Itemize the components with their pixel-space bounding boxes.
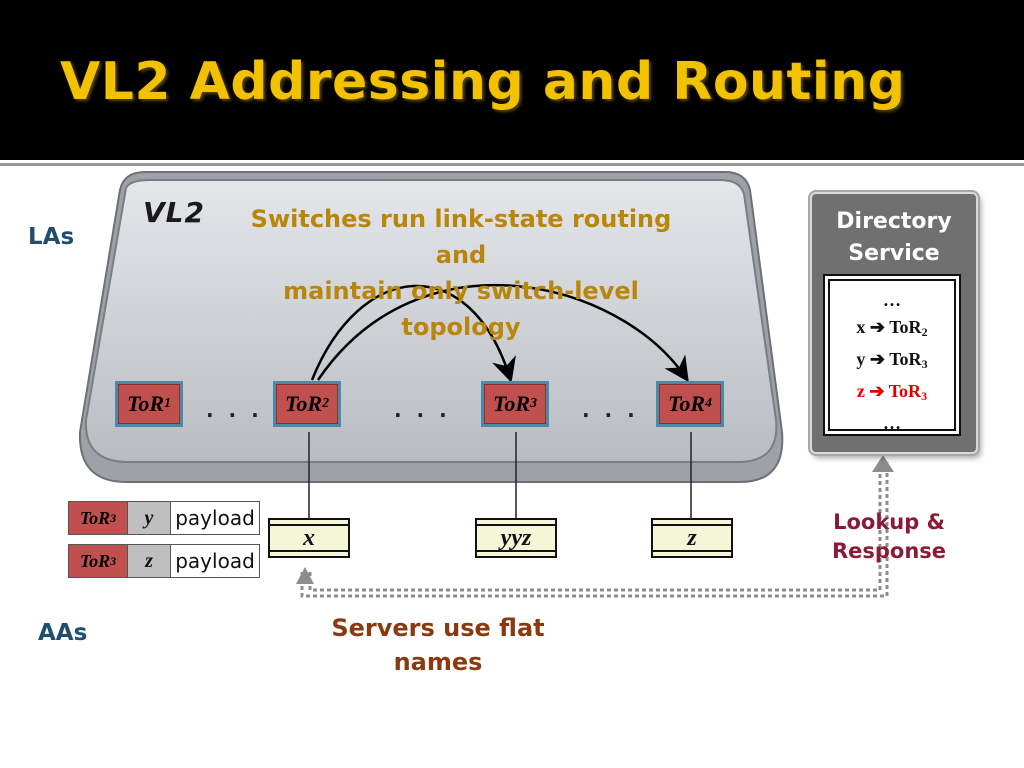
packet-1-name: y (128, 502, 171, 534)
directory-row-3: y ➔ ToR3 (830, 346, 954, 378)
directory-row-5: … (883, 413, 901, 433)
tor-3-base: ToR (492, 391, 531, 416)
lookup-arrowhead-server (296, 567, 314, 584)
vl2-platform (78, 171, 784, 483)
las-label: LAs (28, 224, 75, 250)
packet-1-tor-sub: 3 (110, 510, 117, 525)
server-links (308, 432, 692, 518)
tor-3-sub: 3 (530, 396, 538, 411)
row-3-sub: 3 (921, 357, 928, 371)
slide-title: VL2 Addressing and Routing (60, 52, 906, 112)
directory-service: Directory Service … x ➔ ToR2 y ➔ ToR3 z … (810, 192, 978, 454)
row-2-sub: 2 (921, 325, 928, 339)
servers-note-line-2: names (393, 647, 483, 676)
row-4-arrow: ➔ (869, 381, 885, 401)
directory-row-4-highlight: z ➔ ToR3 (830, 378, 954, 410)
tor-2-base: ToR (284, 391, 323, 416)
row-3-key: y (856, 349, 866, 369)
lookup-response-note: Lookup & Response (826, 508, 952, 567)
row-3-base: ToR (889, 349, 922, 369)
tor-4-sub: 4 (705, 396, 713, 411)
server-yyz-label: yyz (500, 524, 532, 551)
row-2-base: ToR (889, 317, 922, 337)
row-4-sub: 3 (921, 389, 928, 403)
row-4-key: z (856, 381, 865, 401)
directory-table: … x ➔ ToR2 y ➔ ToR3 z ➔ ToR3 … (828, 279, 956, 433)
packet-1-payload: payload (171, 502, 259, 534)
server-z-label: z (687, 524, 697, 551)
caption-line-1: Switches run link-state routing and (250, 205, 672, 269)
lookup-arrowhead-up (872, 455, 894, 472)
tor-1-base: ToR (126, 391, 165, 416)
ellipsis-3: . . . (582, 398, 639, 422)
tor-1-sub: 1 (164, 396, 172, 411)
vl2-caption: Switches run link-state routing and main… (226, 201, 696, 345)
packet-2-tor-base: ToR (79, 550, 111, 571)
title-bar: VL2 Addressing and Routing (0, 0, 1024, 160)
lookup-line-1: Lookup & (833, 510, 945, 534)
ellipsis-1: . . . (206, 398, 263, 422)
packet-1-tor-base: ToR (79, 507, 111, 528)
aas-label: AAs (38, 620, 88, 646)
row-4-base: ToR (888, 381, 922, 401)
directory-row-1: … (883, 290, 901, 310)
routing-arrows (310, 284, 689, 383)
directory-title-line-1: Directory (836, 209, 952, 234)
directory-title: Directory Service (812, 206, 976, 270)
title-divider (0, 163, 1024, 166)
lookup-line-2: Response (831, 539, 947, 564)
tor-4-base: ToR (667, 391, 706, 416)
directory-row-2: x ➔ ToR2 (830, 314, 954, 346)
packet-2-tor-sub: 3 (110, 553, 117, 568)
row-2-key: x (856, 317, 866, 337)
servers-flat-names-note: Servers use flat names (318, 612, 558, 679)
server-yyz: yyz (475, 518, 557, 558)
caption-line-2: maintain only switch-level (283, 277, 639, 305)
caption-line-3: topology (401, 313, 521, 341)
servers-note-line-1: Servers use flat (331, 614, 545, 642)
server-x-label: x (303, 524, 315, 551)
directory-title-line-2: Service (848, 240, 940, 266)
server-z: z (651, 518, 733, 558)
ellipsis-2: . . . (394, 398, 451, 422)
server-x: x (268, 518, 350, 558)
tor-2-sub: 2 (322, 396, 330, 411)
row-3-arrow: ➔ (869, 349, 886, 369)
packet-2-name: z (128, 545, 171, 577)
row-2-arrow: ➔ (869, 317, 886, 337)
vl2-logo: VL2 (143, 196, 205, 229)
packet-2-payload: payload (171, 545, 259, 577)
